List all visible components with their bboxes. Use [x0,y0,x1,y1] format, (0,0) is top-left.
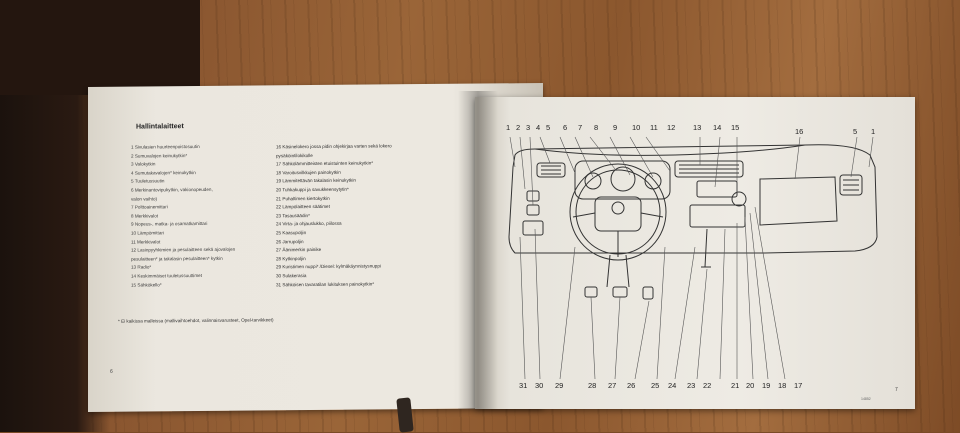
figure-code: 14852 [861,397,871,401]
list-item: 29 Kuristimen nuppi* /Diesel: kylmäkäynn… [276,263,381,270]
fuse-box [522,220,544,236]
callout-label: 12 [667,123,676,132]
opel-logo [611,201,625,215]
open-manual: Hallintalaitteet 1 Sivulasien huurteenpo… [70,83,920,412]
callout-label: 25 [651,381,660,390]
list-item: 31 Sähköisen tavaratilan lukituksen pain… [276,280,375,287]
callout-label: 21 [731,381,740,390]
accelerator-pedal [642,286,654,300]
callout-label: 24 [668,381,677,390]
radio [696,180,738,198]
right-page: 1 2 3 4 5 6 7 8 9 10 11 12 13 14 15 16 5… [475,97,915,409]
callout-label: 31 [519,381,528,390]
steering-spokes [572,212,664,257]
fuel-gauge [584,172,602,190]
callout-label: 5 [546,123,551,132]
callout-label: 18 [778,381,787,390]
callout-label: 1 [871,127,876,136]
dashboard-outline [508,144,878,254]
callout-label: 10 [632,123,641,132]
controls-list-column-1: 1 Sivulasien huurteenpoistosuutin 2 Sumu… [131,143,235,290]
list-item: pesulaitteen* ja takalasin pesulaitteen*… [131,255,223,262]
callout-label: 20 [746,381,755,390]
steering-column [606,254,630,288]
clutch-pedal [584,286,598,298]
callout-label: 7 [578,123,583,132]
fog-light-switch [526,204,540,216]
dashboard-diagram [508,136,878,380]
callout-label: 16 [795,127,804,136]
callout-label: 28 [588,381,597,390]
speedometer [610,166,636,192]
dark-background-top [0,0,200,95]
callout-label: 5 [853,127,858,136]
callout-label: 1 [506,123,511,132]
callout-label: 9 [613,123,618,132]
callout-label: 11 [650,123,658,132]
callout-label: 29 [555,381,564,390]
callout-label: 30 [535,381,544,390]
callout-label: 27 [608,381,617,390]
steering-wheel-rim [569,163,667,261]
callout-label: 22 [703,381,712,390]
footnote: * Ei kaikissa malleissa (mallivaihtoehdo… [118,317,274,324]
gear-lever [701,228,711,268]
page-number-right: 7 [895,387,898,393]
clock [731,191,747,207]
callout-label: 8 [594,123,599,132]
glovebox [759,176,838,226]
controls-heading: Hallintalaitteet [136,123,184,131]
callout-label: 26 [627,381,636,390]
callout-label: 3 [526,123,531,132]
left-vent-slats [541,165,561,175]
callout-label: 19 [762,381,771,390]
center-vents [674,160,744,178]
callout-label: 15 [731,123,740,132]
callout-label: 4 [536,123,541,132]
left-vent [536,162,566,178]
callout-label: 23 [687,381,696,390]
list-item: 16 Käsinelokero jossa pidin ohjekirjaa v… [276,143,392,150]
callout-label: 2 [516,123,521,132]
page-number-left: 6 [110,368,113,375]
controls-list-column-2: 16 Käsinelokero jossa pidin ohjekirjaa v… [276,142,392,289]
heater-controls [689,204,746,228]
list-item: 15 Sähkökello* [131,281,162,288]
callout-label: 14 [713,123,722,132]
book-gutter [458,91,498,409]
callout-label: 13 [693,123,702,132]
callout-label: 6 [563,123,568,132]
callout-label: 17 [794,381,803,390]
center-vent-slats [679,164,739,174]
right-vent-slats [843,179,859,191]
dash-top-edge [534,144,806,156]
brake-pedal [612,286,628,298]
